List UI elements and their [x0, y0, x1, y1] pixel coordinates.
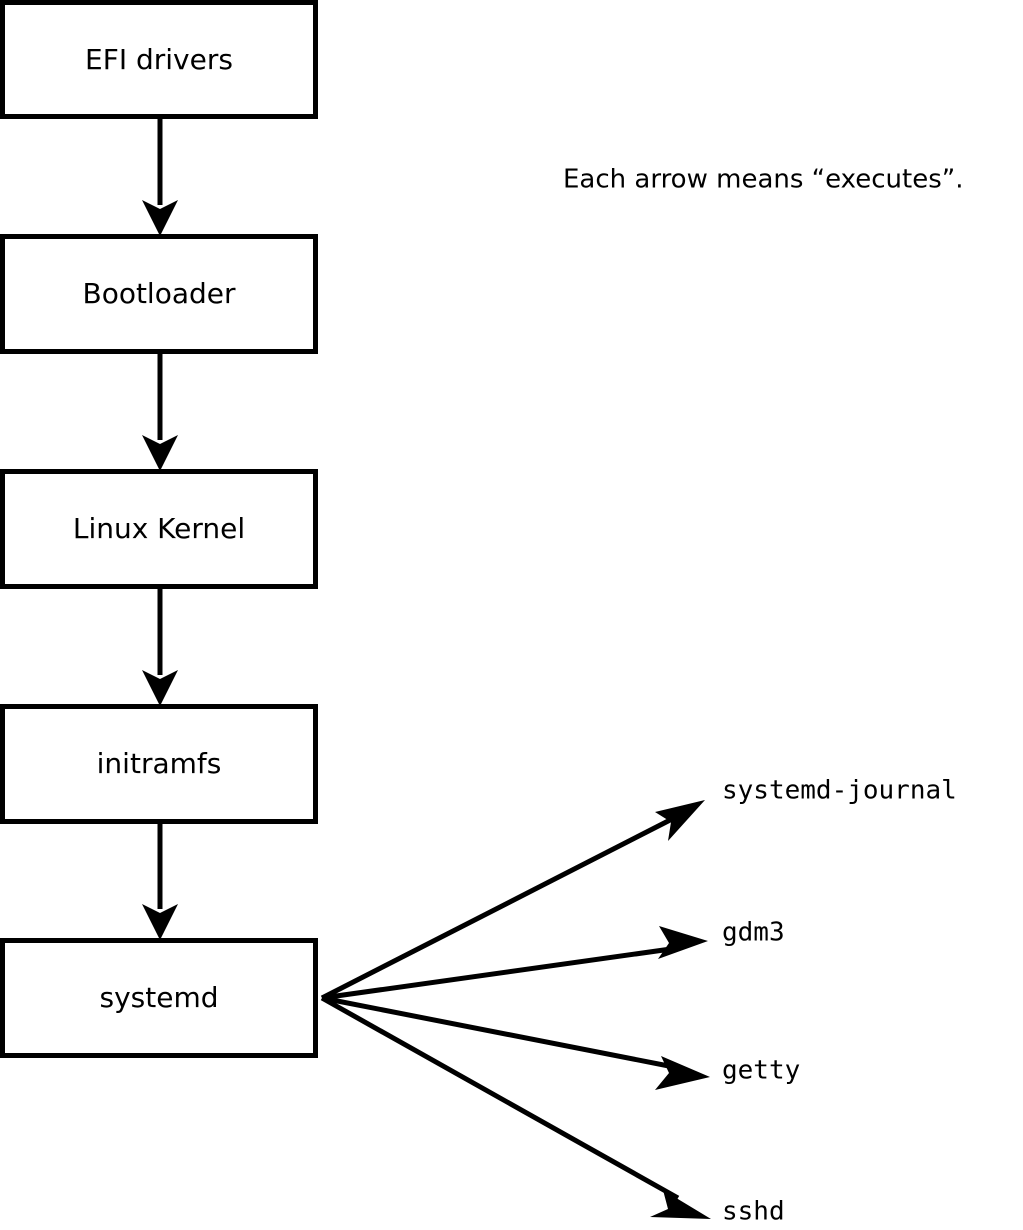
box-label-linux-kernel: Linux Kernel — [73, 512, 245, 545]
box-outline — [0, 234, 318, 354]
arrow-head-icon — [142, 670, 178, 706]
box-outline — [0, 469, 318, 589]
box-outline — [0, 938, 318, 1058]
service-label-systemd-journal: systemd-journal — [722, 776, 957, 806]
connector-linux-kernel-to-initramfs — [142, 589, 178, 706]
fan-arrow-line — [320, 995, 680, 1201]
fan-out-group — [320, 800, 711, 1219]
box-outline — [0, 704, 318, 824]
box-outline — [0, 0, 318, 119]
arrow-head-icon — [142, 435, 178, 471]
fan-arrow-gdm3 — [321, 926, 708, 1001]
connector-bootloader-to-linux-kernel — [142, 354, 178, 471]
box-initramfs[interactable]: initramfs — [0, 704, 318, 824]
fan-arrow-line — [320, 814, 678, 1001]
box-bootloader[interactable]: Bootloader — [0, 234, 318, 354]
box-label-initramfs: initramfs — [97, 747, 222, 780]
service-label-gdm3: gdm3 — [722, 918, 785, 948]
arrow-head-icon — [655, 800, 705, 841]
box-label-bootloader: Bootloader — [82, 277, 236, 310]
box-systemd[interactable]: systemd — [0, 938, 318, 1058]
fan-arrow-getty — [321, 995, 710, 1090]
arrow-head-icon — [655, 1056, 710, 1090]
connector-efi-drivers-to-bootloader — [142, 118, 178, 236]
connector-group — [142, 118, 178, 940]
box-label-efi-drivers: EFI drivers — [85, 43, 233, 76]
arrow-head-icon — [142, 200, 178, 236]
fan-arrow-line — [321, 945, 679, 1001]
box-efi-drivers[interactable]: EFI drivers — [0, 0, 318, 119]
fan-arrow-line — [321, 995, 680, 1071]
box-linux-kernel[interactable]: Linux Kernel — [0, 469, 318, 589]
arrow-head-icon — [658, 926, 708, 959]
arrow-head-icon — [650, 1190, 711, 1219]
service-label-sshd: sshd — [722, 1197, 785, 1227]
fan-arrow-sshd — [320, 995, 711, 1219]
diagram-caption: Each arrow means “executes”. — [563, 165, 964, 195]
connector-initramfs-to-systemd — [142, 824, 178, 940]
arrow-head-icon — [142, 904, 178, 940]
fan-arrow-systemd-journal — [320, 800, 705, 1001]
box-label-systemd: systemd — [100, 981, 219, 1014]
service-label-getty: getty — [722, 1056, 800, 1086]
